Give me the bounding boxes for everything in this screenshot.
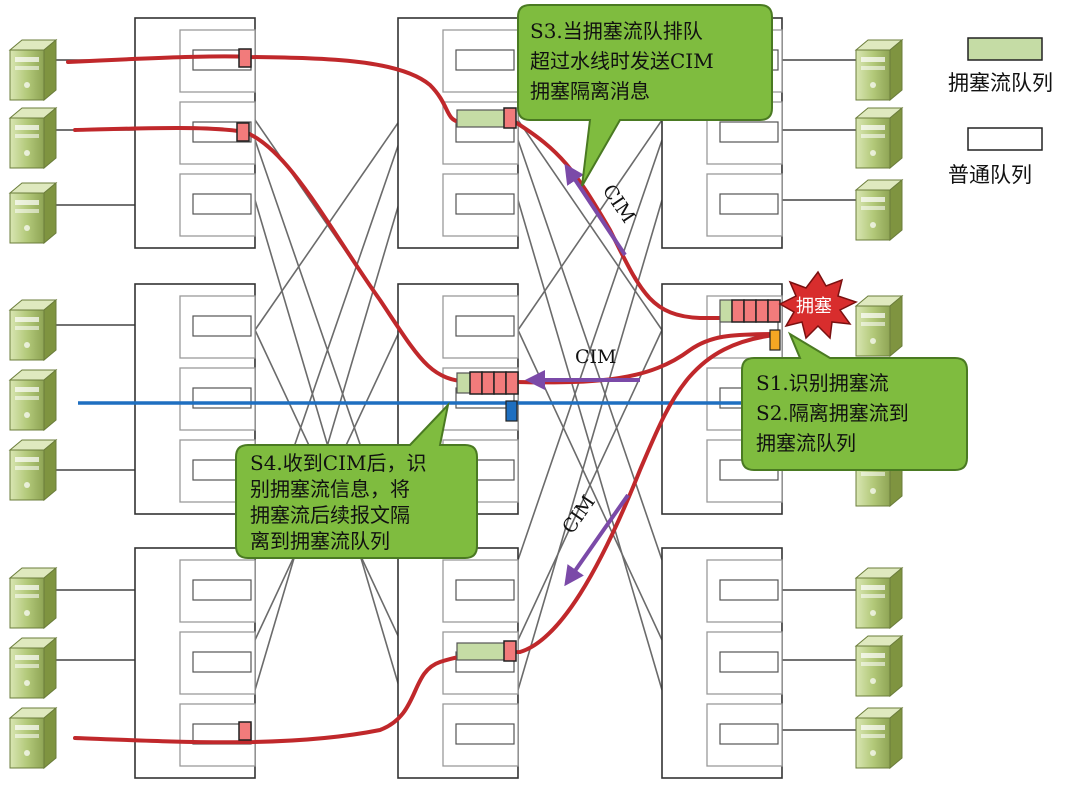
callout-s3-line-1: S3.当拥塞流队排队 <box>530 19 703 43</box>
switch-port <box>442 559 519 623</box>
callout-s3: S3.当拥塞流队排队 超过水线时发送CIM 拥塞隔离消息 <box>517 4 773 187</box>
callout-s4-line-4: 离到拥塞流队列 <box>250 529 390 553</box>
switch-port <box>179 295 256 359</box>
server-icon <box>8 298 58 362</box>
cim-arrow-bottom <box>564 493 630 587</box>
congestion-badge-label: 拥塞 <box>796 296 832 317</box>
server-icon <box>854 294 904 358</box>
switch-3-3 <box>661 547 783 779</box>
legend-normal-label: 普通队列 <box>948 163 1032 187</box>
switch-port <box>442 703 519 767</box>
server-icon <box>854 178 904 242</box>
legend-normal-swatch <box>967 127 1043 151</box>
switch-port <box>179 631 256 695</box>
switch-2-1 <box>397 17 519 249</box>
server-icon <box>8 706 58 770</box>
switch-port <box>706 703 783 767</box>
legend-congested-label: 拥塞流队列 <box>948 71 1053 95</box>
cim-arrow-top <box>564 163 627 257</box>
callout-s1s2-line-3: 拥塞流队列 <box>756 431 856 455</box>
server-icon <box>8 368 58 432</box>
switch-port <box>706 173 783 237</box>
switch-port <box>706 559 783 623</box>
svg-text:S3.当拥塞流队排队 超过水线时发送CIM: S3.当拥塞流队排队 超过水线时发送CIM 拥塞隔离消息 <box>530 19 720 103</box>
callout-s3-line-3: 拥塞隔离消息 <box>530 79 650 103</box>
server-icon <box>8 181 58 245</box>
switch-grid <box>134 17 783 779</box>
svg-text:S4.收到CIM后，识 别拥塞流信息，将: S4.收到CIM后，识 别拥塞流信息，将 拥塞流后续报文隔 离到拥塞流队列 <box>250 451 433 553</box>
callout-s4-line-3: 拥塞流后续报文隔 <box>250 503 410 527</box>
callout-s4-line-1: S4.收到CIM后，识 <box>250 451 426 475</box>
server-icon <box>854 38 904 102</box>
switch-port <box>179 367 256 431</box>
switch-port <box>179 559 256 623</box>
callout-s3-line-2: 超过水线时发送CIM <box>530 49 714 73</box>
switch-port <box>179 29 256 93</box>
server-icon <box>8 566 58 630</box>
callout-s1s2-line-2: S2.隔离拥塞流到 <box>756 401 909 425</box>
switch-port <box>442 295 519 359</box>
server-icon <box>8 106 58 170</box>
queue-markers <box>236 48 781 741</box>
server-icon <box>854 634 904 698</box>
switch-port <box>442 29 519 93</box>
switch-2-3 <box>397 547 519 779</box>
legend: 拥塞流队列 普通队列 <box>948 37 1053 187</box>
server-icon <box>854 566 904 630</box>
server-icon <box>8 438 58 502</box>
callout-s4-line-2: 别拥塞流信息，将 <box>250 477 410 501</box>
callout-s1s2: S1.识别拥塞流 S2.隔离拥塞流到 拥塞流队列 <box>741 331 968 471</box>
server-group <box>8 38 904 770</box>
server-icon <box>8 38 58 102</box>
server-icon <box>854 106 904 170</box>
switch-port <box>442 173 519 237</box>
cim-label-middle: CIM <box>575 346 617 368</box>
callout-s4: S4.收到CIM后，识 别拥塞流信息，将 拥塞流后续报文隔 离到拥塞流队列 <box>235 401 478 559</box>
server-icon <box>854 706 904 770</box>
switch-port <box>706 631 783 695</box>
switch-port <box>179 173 256 237</box>
server-icon <box>8 636 58 700</box>
cim-messages: CIM CIM CIM <box>525 163 640 587</box>
congestion-burst-icon: 拥塞 <box>778 270 858 340</box>
svg-text:S1.识别拥塞流 S2.隔离拥塞流到: S1.识别拥塞流 S2.隔离拥塞流到 拥塞流队列 <box>756 371 915 455</box>
callout-s1s2-line-1: S1.识别拥塞流 <box>756 371 889 395</box>
legend-congested-swatch <box>967 37 1043 61</box>
